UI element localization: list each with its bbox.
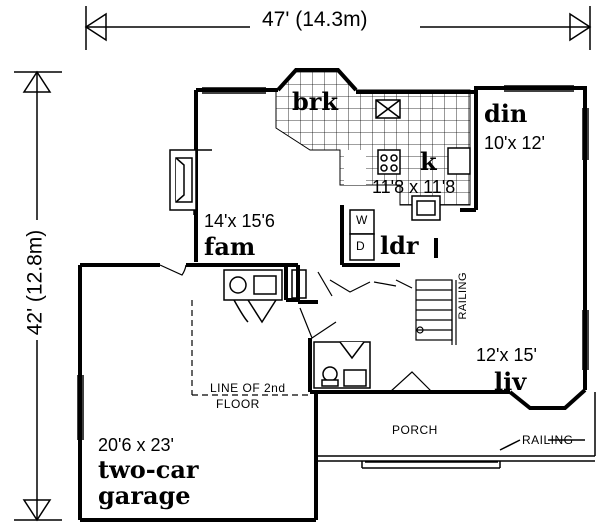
room-size-din: 10'x 12': [484, 133, 545, 153]
second-floor-note-line1: LINE OF 2nd: [210, 381, 286, 395]
fireplace: [169, 149, 212, 211]
porch: [315, 392, 596, 469]
porch-label: PORCH: [392, 423, 438, 437]
room-size-k: 11'8 x 11'8: [372, 177, 456, 197]
second-floor-note-line2: FLOOR: [216, 397, 260, 411]
room-size-liv: 12'x 15': [476, 345, 537, 365]
room-size-fam: 14'x 15'6: [204, 211, 275, 231]
room-name-din: din: [484, 99, 528, 128]
second-floor-line: [191, 300, 310, 396]
railing-label: RAILING: [522, 433, 574, 447]
room-size-garage: 20'6 x 23': [98, 435, 174, 455]
garage-fixtures: [223, 269, 307, 324]
room-name-liv: liv: [494, 367, 527, 396]
width-dimension: [84, 6, 592, 50]
room-name-k: k: [420, 147, 437, 176]
dryer-label: D: [356, 239, 365, 253]
room-name-fam: fam: [204, 232, 256, 261]
washer-label: W: [356, 213, 368, 227]
overall-depth-label: 42' (12.8m): [23, 229, 47, 336]
room-name-ldr: ldr: [380, 231, 419, 260]
interior-walls: [284, 94, 478, 302]
room-name-garage-line1: two-car: [98, 455, 199, 484]
powder-room: [313, 341, 371, 389]
doors: [159, 264, 433, 393]
stairs: [415, 279, 457, 345]
room-name-garage-line2: garage: [98, 481, 191, 510]
room-name-brk: brk: [292, 87, 339, 116]
kitchen-fixtures: [349, 99, 471, 261]
depth-dimension: [14, 70, 62, 522]
stair-railing-label: RAILING: [457, 272, 469, 320]
overall-width-label: 47' (14.3m): [262, 8, 368, 31]
window-marks: [77, 85, 589, 440]
